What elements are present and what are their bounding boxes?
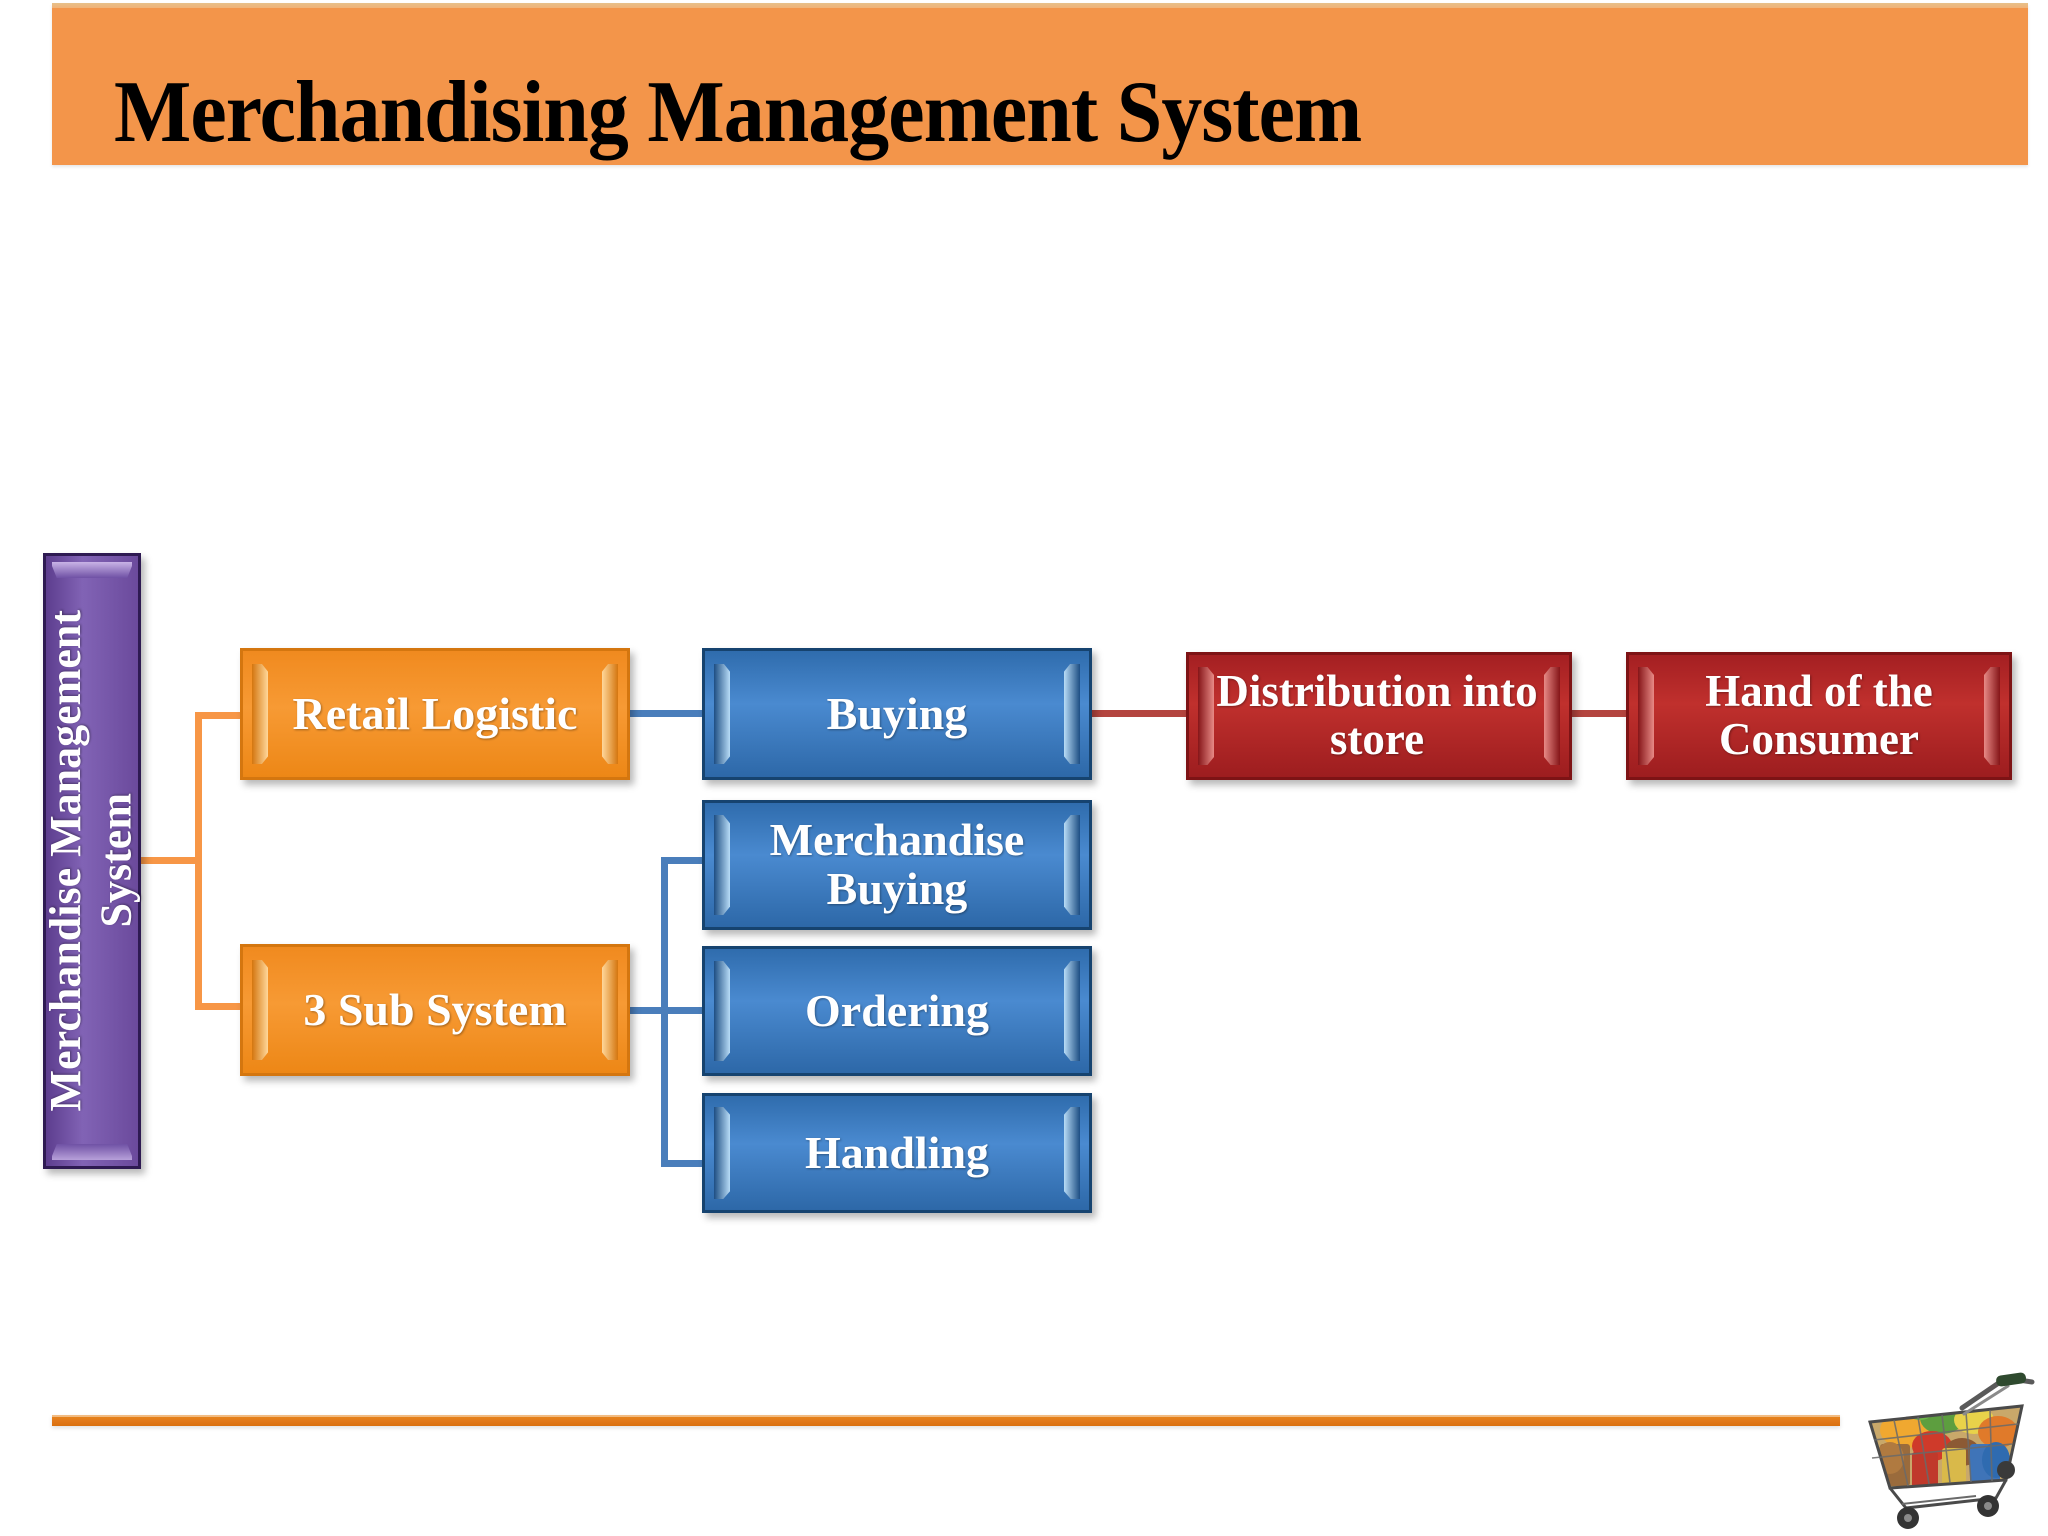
node-three-sub-system[interactable]: 3 Sub System — [240, 944, 630, 1076]
node-distribution-into-store[interactable]: Distribution into store — [1186, 652, 1572, 780]
connector-orange-to-subsystem — [195, 1003, 245, 1010]
title-banner: Merchandising Management System — [52, 3, 2028, 165]
node-label: Distribution into store — [1216, 666, 1538, 764]
page-title: Merchandising Management System — [114, 64, 1362, 161]
node-merchandise-buying[interactable]: Merchandise Buying — [702, 800, 1092, 930]
shopping-cart-icon — [1846, 1348, 2042, 1534]
connector-spine-stub — [140, 857, 202, 864]
connector-subsystem-stub — [626, 1007, 668, 1014]
node-merchandise-management-system[interactable]: Merchandise Management System — [41, 553, 141, 1169]
node-label: Merchandise Management System — [41, 610, 141, 1112]
node-handling[interactable]: Handling — [702, 1093, 1092, 1213]
node-label: Retail Logistic — [292, 687, 578, 739]
connector-orange-vertical — [195, 712, 202, 1010]
node-hand-of-the-consumer[interactable]: Hand of the Consumer — [1626, 652, 2012, 780]
connector-distribution-to-consumer — [1572, 710, 1634, 717]
node-retail-logistic[interactable]: Retail Logistic — [240, 648, 630, 780]
node-buying[interactable]: Buying — [702, 648, 1092, 780]
node-ordering[interactable]: Ordering — [702, 946, 1092, 1076]
connector-blue-to-handling — [661, 1160, 706, 1167]
connector-blue-to-ordering — [661, 1007, 706, 1014]
connector-buying-to-distribution — [1084, 710, 1194, 717]
node-label: 3 Sub System — [303, 983, 567, 1035]
connector-blue-to-merchandise-buying — [661, 857, 706, 864]
footer-rule — [52, 1415, 1840, 1426]
node-label: Handling — [804, 1126, 990, 1178]
connector-retail-to-buying — [626, 710, 704, 717]
connector-orange-to-retail — [195, 712, 245, 719]
node-label: Merchandise Buying — [769, 814, 1025, 914]
node-label: Hand of the Consumer — [1705, 666, 1933, 764]
node-label: Buying — [826, 687, 968, 739]
node-label: Ordering — [805, 984, 989, 1036]
